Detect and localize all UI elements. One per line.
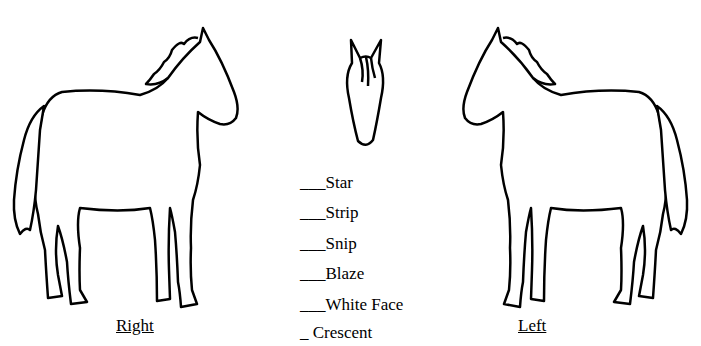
head-outline [347,40,383,145]
marking-option: ___Snip [300,234,357,254]
marking-option: ___Strip [300,203,359,223]
head-forelock [360,57,375,86]
left-side-horse [463,28,687,307]
side-label: Right [116,316,154,336]
right-side-horse [14,28,238,307]
horse-head-front [347,40,383,145]
marking-option: ___Blaze [300,264,364,284]
marking-option: _ Crescent [300,323,372,343]
marking-option: ___Star [300,173,353,193]
side-label: Left [518,316,546,336]
marking-option: ___White Face [300,295,403,315]
